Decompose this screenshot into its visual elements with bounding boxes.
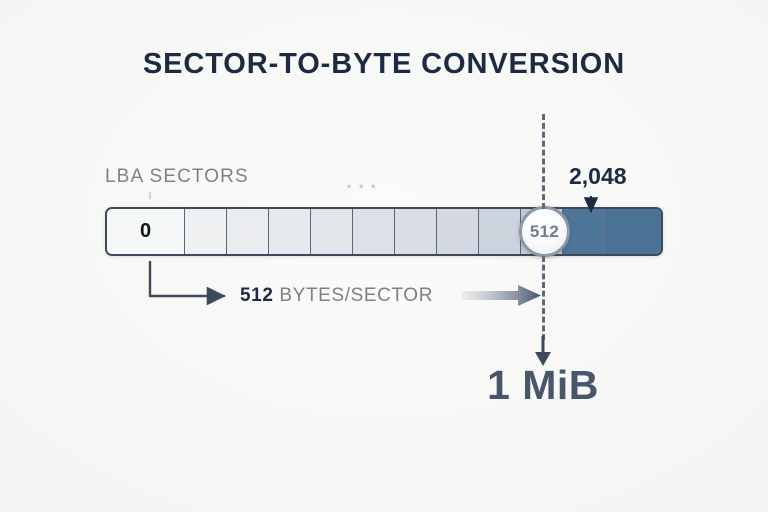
sector-count-callout: 2,048 xyxy=(569,163,627,189)
sector-cell xyxy=(353,209,395,254)
result-label: 1 MiB xyxy=(487,362,599,408)
sector-cell xyxy=(311,209,353,254)
sector-cell-highlight xyxy=(607,209,661,254)
guide-line-upper xyxy=(542,114,545,209)
guide-line-lower xyxy=(542,256,545,340)
sector-512-badge-label: 512 xyxy=(529,221,560,241)
sector-cell-highlight xyxy=(563,209,607,254)
bytes-per-sector-value: 512 xyxy=(240,285,274,306)
sector-cell xyxy=(185,209,227,254)
sector-cell xyxy=(269,209,311,254)
sector-cell xyxy=(395,209,437,254)
sector-cell: 0 xyxy=(107,209,185,254)
page-title: SECTOR-TO-BYTE CONVERSION xyxy=(142,48,626,80)
ellipsis-label: ... xyxy=(346,168,383,193)
sector-cell xyxy=(227,209,269,254)
bytes-flow-arrow xyxy=(462,285,541,306)
sector-cell xyxy=(437,209,479,254)
sector-zero-elbow-arrow xyxy=(148,260,226,306)
sector-cell xyxy=(479,209,521,254)
lba-sectors-label: LBA SECTORS xyxy=(105,166,249,187)
sector-cell-label: 0 xyxy=(139,220,152,242)
bytes-per-sector-unit: BYTES/SECTOR xyxy=(279,285,434,306)
sector-bar: 0 xyxy=(105,207,663,256)
bytes-per-sector-label: 512 BYTES/SECTOR xyxy=(240,285,433,307)
sector-512-badge: 512 xyxy=(519,206,570,257)
